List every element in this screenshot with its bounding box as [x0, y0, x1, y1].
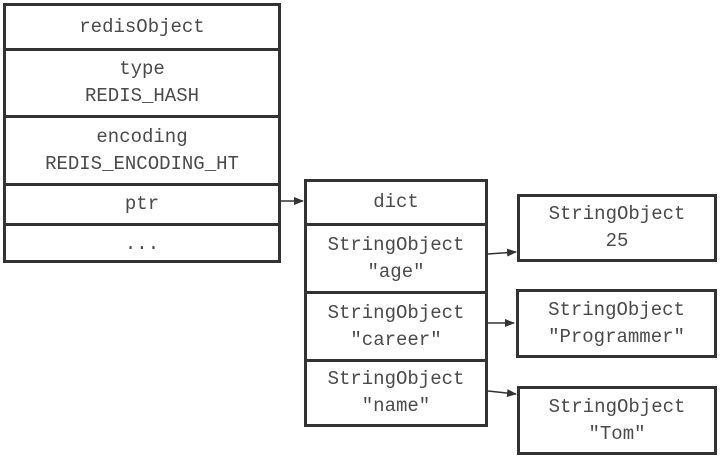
redis-object-title: redisObject	[79, 15, 205, 38]
value-type: StringObject	[548, 395, 686, 418]
ptr-field: ptr	[6, 183, 278, 223]
dict-key-name: StringObject "name"	[307, 359, 485, 424]
value-box-age: StringObject 25	[517, 194, 717, 262]
value-text: 25	[605, 230, 629, 252]
encoding-value: REDIS_ENCODING_HT	[45, 152, 239, 175]
redis-object-box: redisObject type REDIS_HASH encoding RED…	[3, 3, 281, 263]
more-field: ...	[6, 223, 278, 263]
key-value: "career"	[350, 328, 442, 351]
value-text: "Tom"	[588, 422, 646, 445]
encoding-field: encoding REDIS_ENCODING_HT	[6, 115, 278, 183]
value-box-name: StringObject "Tom"	[517, 386, 717, 455]
key-type: StringObject	[327, 301, 465, 324]
value-type: StringObject	[548, 203, 686, 225]
value-box-career: StringObject "Programmer"	[516, 289, 717, 358]
value-cell: StringObject "Tom"	[520, 389, 714, 452]
type-value: REDIS_HASH	[84, 85, 200, 107]
value-cell: StringObject 25	[520, 197, 714, 259]
type-field: type REDIS_HASH	[6, 48, 278, 115]
redis-object-header: redisObject	[6, 6, 278, 48]
name-arrow	[487, 389, 517, 398]
ptr-label: ptr	[124, 193, 160, 215]
value-type: StringObject	[548, 298, 685, 321]
more-label: ...	[124, 233, 160, 255]
dict-title: dict	[373, 191, 419, 213]
dict-key-age: StringObject "age"	[307, 223, 485, 291]
key-type: StringObject	[327, 233, 465, 256]
value-cell: StringObject "Programmer"	[519, 292, 714, 355]
encoding-label: encoding	[96, 125, 188, 148]
value-text: "Programmer"	[548, 325, 685, 348]
age-arrow	[487, 248, 517, 257]
key-value: "name"	[361, 395, 431, 417]
dict-box: dict StringObject "age" StringObject "ca…	[304, 179, 488, 427]
type-label: type	[119, 58, 165, 80]
key-type: StringObject	[327, 368, 465, 390]
dict-key-career: StringObject "career"	[307, 291, 485, 359]
key-value: "age"	[367, 260, 425, 283]
dict-header: dict	[307, 182, 485, 223]
